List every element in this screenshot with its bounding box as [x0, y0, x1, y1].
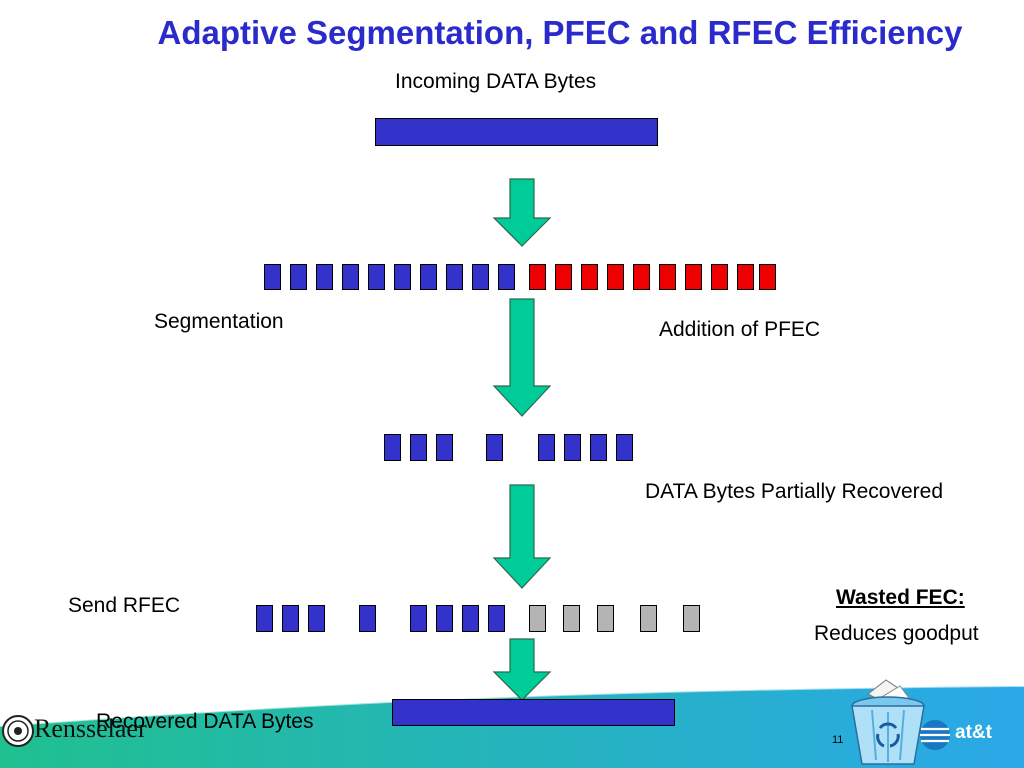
- down-arrow-icon: [492, 298, 552, 417]
- wasted-fec-segment: [563, 605, 580, 632]
- wasted-fec-title: Wasted FEC:: [836, 586, 965, 609]
- data-segment: [290, 264, 307, 290]
- slide-title: Adaptive Segmentation, PFEC and RFEC Eff…: [157, 14, 963, 51]
- wasted-fec-segment: [597, 605, 614, 632]
- rensselaer-seal-icon: [2, 715, 34, 747]
- pfec-segment: [659, 264, 676, 290]
- recovered-label: Recovered DATA Bytes: [96, 710, 314, 733]
- pfec-segment: [529, 264, 546, 290]
- recovered-segment: [488, 605, 505, 632]
- recovered-segment: [486, 434, 503, 461]
- data-segment: [368, 264, 385, 290]
- wasted-fec-segment: [640, 605, 657, 632]
- wasted-fec-segment: [683, 605, 700, 632]
- segmentation-label: Segmentation: [154, 310, 284, 333]
- recovered-segment: [359, 605, 376, 632]
- recovered-segment: [436, 605, 453, 632]
- pfec-label: Addition of PFEC: [659, 318, 821, 341]
- rensselaer-logo: Rensselaer: [0, 712, 160, 752]
- recovered-segment: [308, 605, 325, 632]
- incoming-label: Incoming DATA Bytes: [395, 70, 597, 93]
- wasted-fec-desc: Reduces goodput: [814, 622, 979, 645]
- recovered-segment: [410, 434, 427, 461]
- recovered-segment: [462, 605, 479, 632]
- pfec-segment: [633, 264, 650, 290]
- recovered-segment: [590, 434, 607, 461]
- send-rfec-label: Send RFEC: [68, 594, 181, 617]
- wasted-fec-segment: [529, 605, 546, 632]
- pfec-segment: [607, 264, 624, 290]
- recovered-data-bar: [392, 699, 675, 726]
- down-arrow-icon: [492, 638, 552, 701]
- recovered-segment: [410, 605, 427, 632]
- rensselaer-wordmark: Rensselaer: [34, 714, 147, 743]
- pfec-segment: [685, 264, 702, 290]
- recycle-bin-icon: [851, 679, 925, 765]
- down-arrow-icon: [492, 178, 552, 247]
- att-wordmark: at&t: [955, 722, 992, 743]
- recovered-segment: [616, 434, 633, 461]
- data-segment: [394, 264, 411, 290]
- data-segment: [264, 264, 281, 290]
- page-number: 11: [832, 734, 844, 746]
- att-globe-icon: [920, 720, 950, 750]
- recovered-segment: [564, 434, 581, 461]
- recovered-segment: [436, 434, 453, 461]
- pfec-segment: [555, 264, 572, 290]
- down-arrow-icon: [492, 484, 552, 589]
- incoming-data-bar: [375, 118, 658, 146]
- pfec-segment: [737, 264, 754, 290]
- data-segment: [316, 264, 333, 290]
- data-segment: [446, 264, 463, 290]
- data-segment: [342, 264, 359, 290]
- recovered-segment: [256, 605, 273, 632]
- recovered-segment: [282, 605, 299, 632]
- pfec-segment: [581, 264, 598, 290]
- partial-label: DATA Bytes Partially Recovered: [645, 480, 943, 503]
- pfec-segment: [711, 264, 728, 290]
- recovered-segment: [384, 434, 401, 461]
- data-segment: [472, 264, 489, 290]
- data-segment: [420, 264, 437, 290]
- data-segment: [498, 264, 515, 290]
- recovered-segment: [538, 434, 555, 461]
- pfec-segment: [759, 264, 776, 290]
